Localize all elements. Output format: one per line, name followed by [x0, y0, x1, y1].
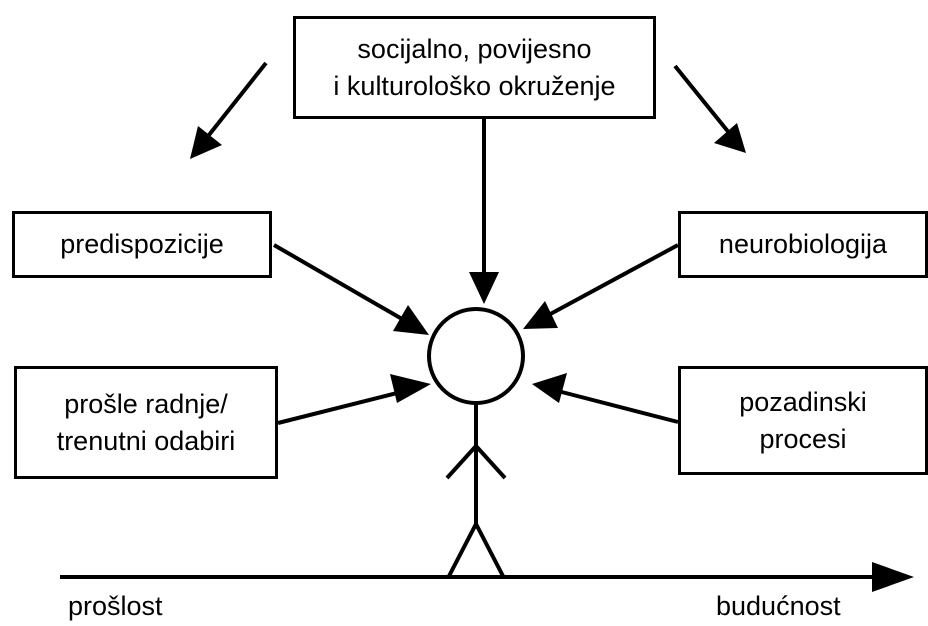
arrow-env-to-person [469, 119, 499, 304]
timeline-future-label: budućnost [716, 591, 841, 621]
timeline-axis [60, 562, 914, 592]
past-actions-line-2: trenutni odabiri [56, 425, 236, 456]
predispositions-box: predispozicije [12, 211, 272, 278]
background-processes-box: pozadinski procesi [678, 366, 928, 475]
environment-line-2: i kulturološko okruženje [333, 70, 616, 101]
neurobiology-label: neurobiologija [718, 229, 888, 260]
environment-line-1: socijalno, povijesno [357, 34, 592, 65]
arrow-predispositions-to-person [272, 243, 429, 335]
arrow-neurobiology-to-person [523, 243, 679, 329]
arrow-env-right [673, 64, 746, 153]
person-legs [446, 519, 506, 579]
neurobiology-box: neurobiologija [678, 211, 928, 278]
environment-box: socijalno, povijesno i kulturološko okru… [293, 16, 656, 119]
arrow-env-left [190, 61, 268, 159]
past-actions-line-1: prošle radnje/ [64, 389, 228, 420]
arrow-past-actions-to-person [277, 374, 431, 425]
person-head [427, 307, 525, 405]
predispositions-label: predispozicije [60, 229, 224, 260]
past-actions-box: prošle radnje/ trenutni odabiri [14, 366, 278, 479]
stick-figure [427, 307, 525, 579]
timeline-past-label: prošlost [68, 591, 163, 621]
background-processes-line-2: procesi [759, 423, 847, 454]
background-processes-line-1: pozadinski [739, 387, 867, 418]
arrow-background-processes-to-person [532, 373, 679, 424]
person-arms [445, 443, 507, 480]
